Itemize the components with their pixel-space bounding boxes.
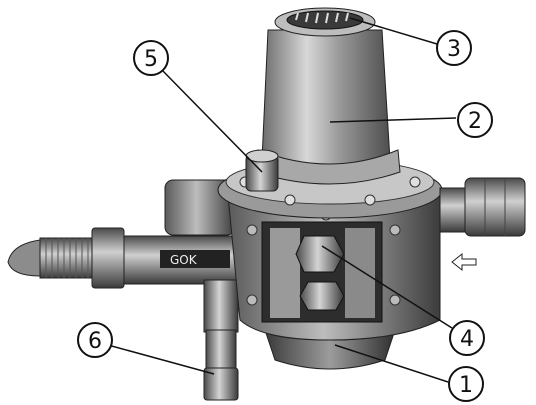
spring-housing [255,7,401,185]
leader-lines [107,17,457,383]
svg-text:5: 5 [144,47,158,72]
callout-1: 1 [448,366,484,402]
product-marking: GOK [170,253,198,267]
svg-text:2: 2 [468,109,482,134]
drain-pipe [203,279,239,401]
callout-4: 4 [449,320,485,356]
callout-2: 2 [457,102,493,138]
callout-5: 5 [133,40,169,76]
callout-6: 6 [77,322,113,358]
svg-text:4: 4 [460,327,474,352]
main-housing [227,194,441,341]
svg-text:6: 6 [88,329,102,354]
arrow-left-icon [451,252,477,272]
svg-text:1: 1 [459,373,473,398]
callout-3: 3 [436,30,472,66]
svg-text:3: 3 [447,37,461,62]
left-connector: GOK [7,179,243,289]
right-connector [439,177,526,237]
adjust-screw [245,149,279,192]
